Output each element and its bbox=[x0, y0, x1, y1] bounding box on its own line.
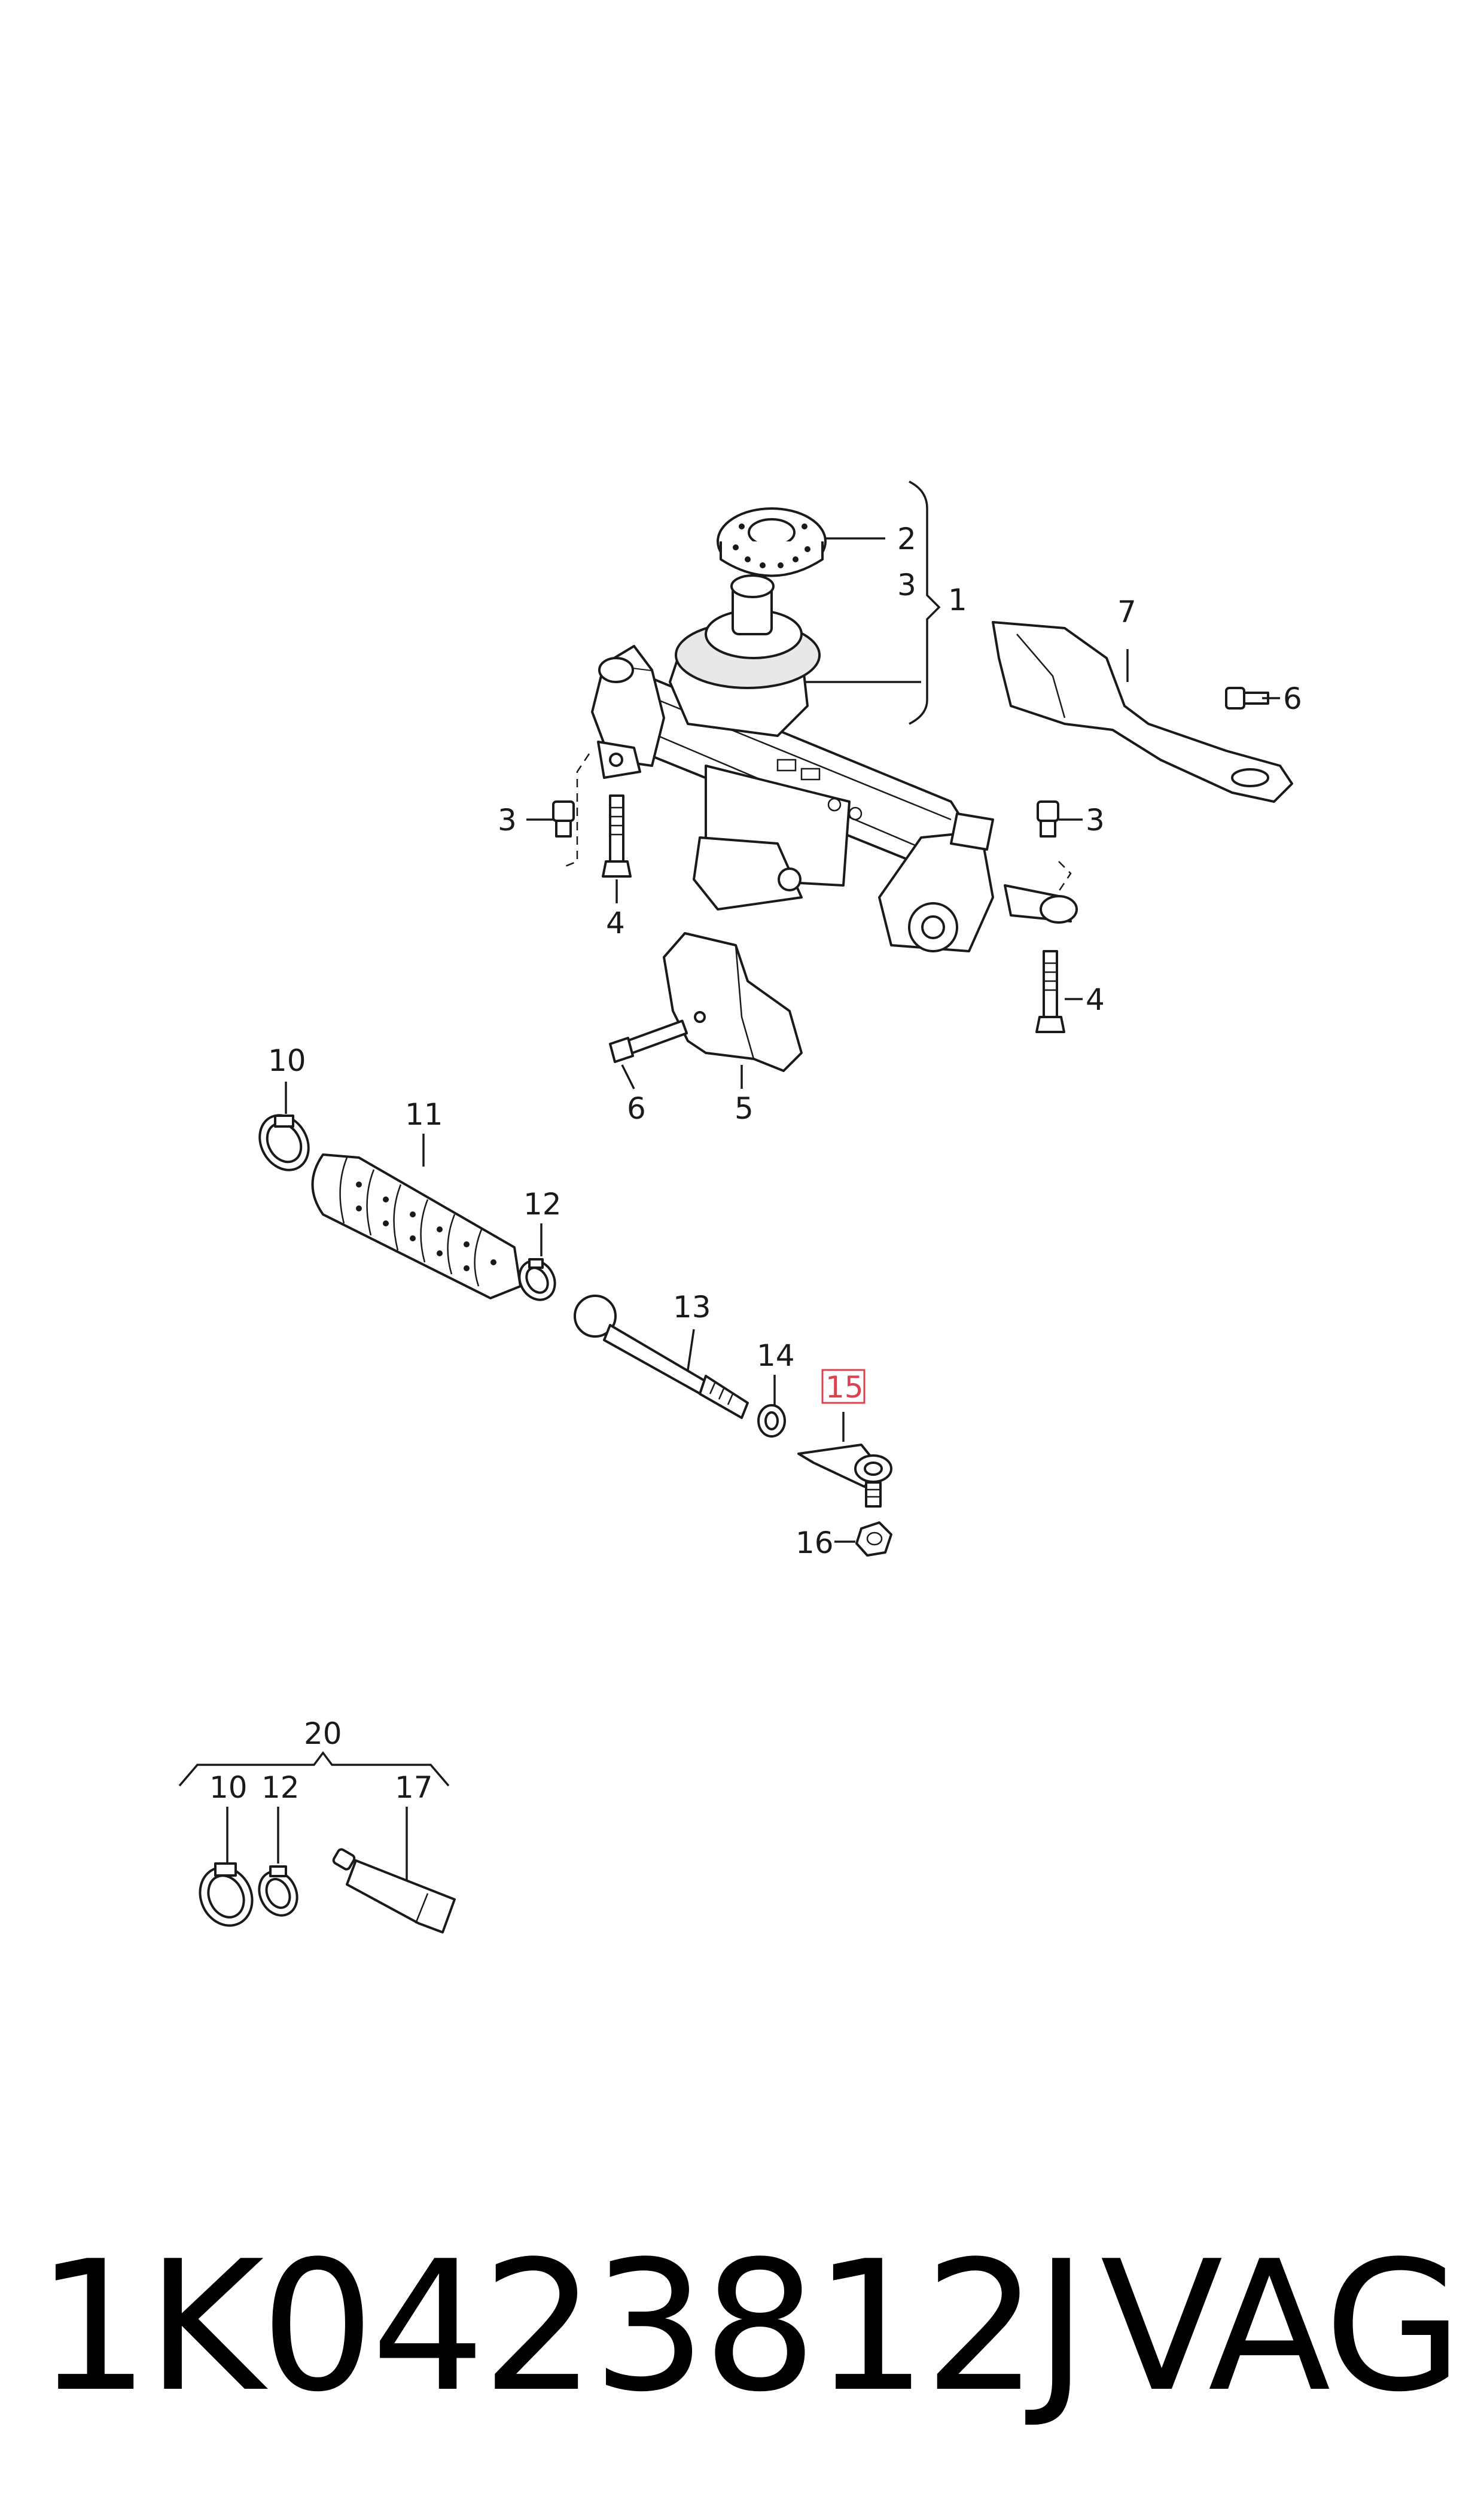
callout-kit-12: 12 bbox=[261, 1770, 300, 1805]
kit-clamp-10[interactable] bbox=[191, 1859, 261, 1934]
callout-1: 1 bbox=[948, 583, 967, 617]
inner-tie-rod[interactable] bbox=[574, 1295, 749, 1419]
kit-clamp-12[interactable] bbox=[252, 1865, 304, 1922]
callout-11: 11 bbox=[405, 1097, 443, 1132]
callout-5: 5 bbox=[735, 1091, 754, 1126]
callout-20: 20 bbox=[304, 1716, 342, 1751]
callout-4-left: 4 bbox=[606, 906, 625, 940]
callout-13: 13 bbox=[673, 1290, 711, 1325]
callout-3-left: 3 bbox=[498, 803, 517, 838]
callout-10: 10 bbox=[268, 1043, 306, 1078]
tie-rod-end-nut[interactable] bbox=[855, 1521, 892, 1557]
heat-shield-right[interactable] bbox=[992, 621, 1293, 803]
callout-6-left: 6 bbox=[627, 1091, 646, 1126]
callout-labels: 1 2 3 3 3 4 4 5 6 6 7 10 11 12 13 14 15 … bbox=[209, 522, 1302, 1805]
part-number: 1K0423812J bbox=[36, 2222, 1087, 2431]
heat-shield-left[interactable] bbox=[663, 932, 803, 1072]
tie-rod-end[interactable] bbox=[797, 1444, 892, 1508]
boot-clamp-10[interactable] bbox=[250, 1106, 318, 1179]
callout-17: 17 bbox=[395, 1770, 433, 1805]
boot-clamp-12[interactable] bbox=[513, 1255, 562, 1307]
callout-12: 12 bbox=[523, 1187, 562, 1222]
callout-3-top: 3 bbox=[897, 568, 916, 602]
bolt-4-left[interactable] bbox=[602, 794, 632, 878]
bolt-6-right[interactable] bbox=[1225, 687, 1269, 710]
callout-2: 2 bbox=[897, 522, 916, 556]
bolt-6-left[interactable] bbox=[609, 1019, 688, 1063]
rack-mount-bush[interactable] bbox=[717, 507, 827, 577]
bolt-4-right[interactable] bbox=[1035, 950, 1065, 1033]
callout-4-right: 4 bbox=[1086, 982, 1105, 1017]
grease-tube[interactable] bbox=[332, 1848, 456, 1934]
rack-boot-bellows[interactable] bbox=[311, 1153, 522, 1299]
bolt-3-right[interactable] bbox=[1037, 800, 1059, 838]
callout-15-highlight bbox=[821, 1369, 866, 1404]
steering-rack-assembly[interactable] bbox=[591, 574, 1078, 952]
callout-7: 7 bbox=[1117, 595, 1136, 629]
lock-nut[interactable] bbox=[757, 1404, 786, 1438]
callout-15: 15 bbox=[825, 1370, 864, 1405]
footer-caption: 1K0423812J VAG bbox=[36, 2219, 1463, 2435]
brand-name: VAG bbox=[1100, 2222, 1463, 2431]
callout-6-right: 6 bbox=[1283, 681, 1302, 716]
callout-kit-10: 10 bbox=[209, 1770, 248, 1805]
callout-3-right: 3 bbox=[1086, 803, 1105, 838]
bolt-3-left[interactable] bbox=[552, 800, 575, 838]
callout-16: 16 bbox=[796, 1526, 834, 1560]
callout-14: 14 bbox=[757, 1338, 795, 1373]
